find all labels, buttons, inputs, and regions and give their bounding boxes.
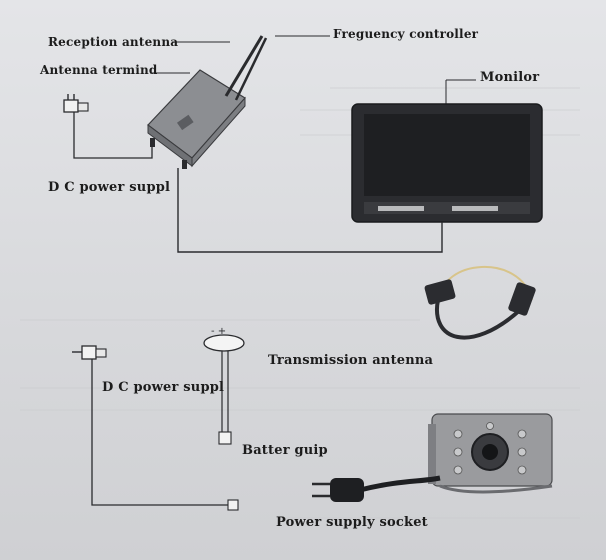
- transmission-antenna-label: Transmission antenna: [268, 353, 434, 368]
- reception-antenna-label: Reception antenna: [48, 35, 179, 49]
- dc-power-bottom-label: D C power suppl: [102, 380, 225, 395]
- battery-clip-label: Batter guip: [242, 443, 328, 458]
- cable-connector-icon: [424, 266, 536, 340]
- battery-clip-icon: - +: [203, 326, 245, 445]
- power-socket-icon: [312, 475, 441, 502]
- ir-camera-icon: [428, 413, 553, 494]
- video-cable: [177, 168, 443, 253]
- dc-plug-icon-top: [63, 94, 153, 159]
- svg-text:- +: - +: [211, 326, 226, 337]
- leader-lines-top: [150, 35, 476, 108]
- monitor-label: Monilor: [480, 70, 540, 85]
- frequency-controller-label: Freguency controller: [333, 27, 479, 41]
- antenna-terminal-label: Antenna termind: [40, 63, 158, 77]
- dc-plug-icon-bottom: [72, 345, 239, 511]
- reception-antenna-icon: [224, 35, 264, 97]
- power-supply-socket-label: Power supply socket: [276, 515, 428, 530]
- lcd-monitor-icon: [351, 103, 543, 223]
- receiver-box-icon: [147, 35, 268, 169]
- page-texture: [20, 87, 580, 519]
- dc-power-top-label: D C power suppl: [48, 180, 171, 195]
